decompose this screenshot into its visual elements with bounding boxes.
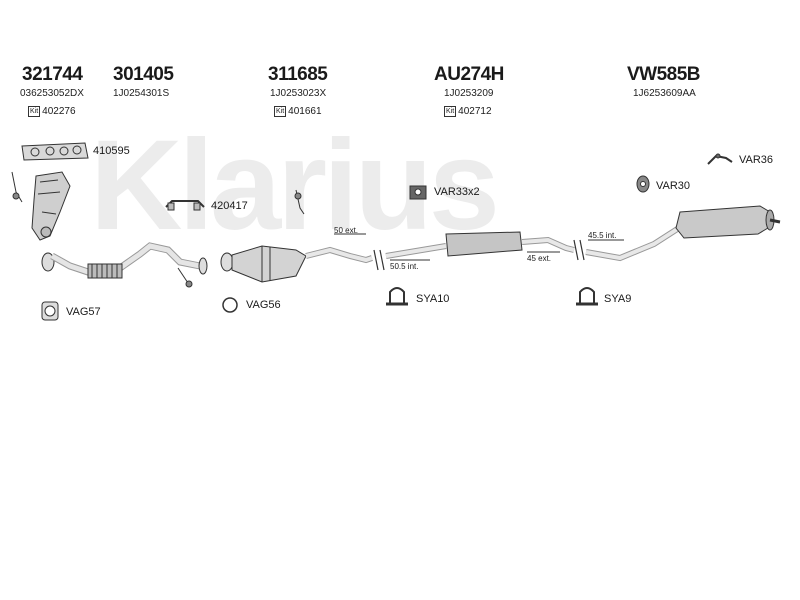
part-number-5: VW585B xyxy=(627,64,701,85)
center-silencer-icon xyxy=(385,231,575,259)
var36-label: VAR36 xyxy=(739,154,774,166)
part-number-1: 321744 xyxy=(22,64,83,85)
oe-number-4: 1J0253209 xyxy=(444,88,494,99)
oe-number-2: 1J0254301S xyxy=(113,88,170,99)
oe-number-5: 1J6253609AA xyxy=(633,88,696,99)
kit-number-1: 402276 xyxy=(42,106,76,117)
kit-badge: Kit xyxy=(28,106,41,117)
kit-badge: Kit xyxy=(444,106,457,117)
part-number-3: 311685 xyxy=(268,64,328,85)
sya9-label: SYA9 xyxy=(604,293,632,305)
var33-label: VAR33x2 xyxy=(434,186,480,198)
flange-gasket-vag57-icon xyxy=(41,301,59,321)
hanger-var36-icon xyxy=(707,153,733,165)
exhaust-manifold-icon xyxy=(11,171,71,241)
oe-number-3: 1J0253023X xyxy=(270,88,327,99)
vag56-label: VAG56 xyxy=(246,299,281,311)
dim-45-5-int: 45.5 int. xyxy=(588,231,617,240)
part-number-2: 301405 xyxy=(113,64,174,85)
sealing-ring-vag56-icon xyxy=(222,297,238,313)
gasket-410595-label: 410595 xyxy=(93,145,130,157)
kit-badge: Kit xyxy=(274,106,287,117)
kit-4: Kit 402712 xyxy=(444,106,492,117)
clamp-icon xyxy=(165,200,205,211)
manifold-gasket-icon xyxy=(21,142,89,161)
kit-1: Kit 402276 xyxy=(28,106,76,117)
rubber-hanger-var33-icon xyxy=(409,185,427,200)
kit-number-3: 401661 xyxy=(288,106,322,117)
brand-watermark: Klarius xyxy=(90,114,500,257)
clamp-sya9-icon xyxy=(576,287,598,306)
clamp-420417-label: 420417 xyxy=(211,200,248,212)
catalytic-converter-icon xyxy=(220,189,373,283)
rubber-mount-var30-icon xyxy=(636,175,650,193)
front-pipe-icon xyxy=(41,242,208,288)
vag57-label: VAG57 xyxy=(66,306,101,318)
kit-number-4: 402712 xyxy=(458,106,492,117)
part-number-4: AU274H xyxy=(434,64,504,85)
var30-label: VAR30 xyxy=(656,180,691,192)
dim-50-5-int: 50.5 int. xyxy=(390,262,419,271)
oe-number-1: 036253052DX xyxy=(20,88,84,99)
dim-50-ext: 50 ext. xyxy=(334,226,359,235)
clamp-sya10-icon xyxy=(386,287,408,306)
dim-45-ext: 45 ext. xyxy=(527,254,552,263)
sya10-label: SYA10 xyxy=(416,293,450,305)
rear-silencer-icon xyxy=(585,205,781,262)
kit-3: Kit 401661 xyxy=(274,106,322,117)
